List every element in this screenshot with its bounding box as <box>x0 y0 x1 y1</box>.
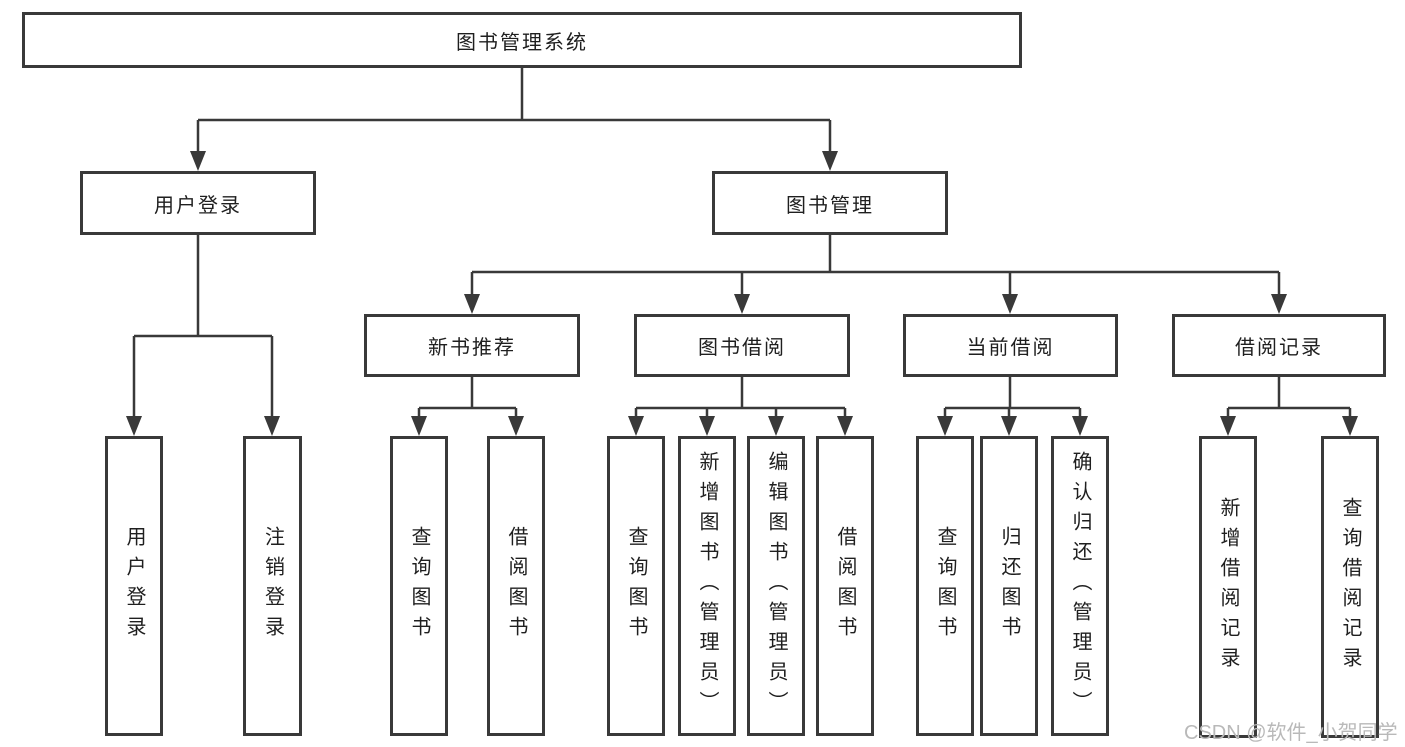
leaf-add-borrow-record-label: 新增借阅记录 <box>1217 497 1239 677</box>
leaf-borrow-books-borrowing: 借阅图书 <box>816 436 874 736</box>
node-book-management: 图书管理 <box>712 171 948 235</box>
leaf-add-book-admin-label: 新增图书（管理员） <box>696 451 718 721</box>
leaf-query-borrow-record: 查询借阅记录 <box>1321 436 1379 738</box>
leaf-query-books-recommend-label: 查询图书 <box>408 526 430 646</box>
leaf-edit-book-admin: 编辑图书（管理员） <box>747 436 805 736</box>
leaf-confirm-return-admin: 确认归还（管理员） <box>1051 436 1109 736</box>
node-new-book-recommendation: 新书推荐 <box>364 314 580 377</box>
leaf-query-books-recommend: 查询图书 <box>390 436 448 736</box>
leaf-borrow-books-recommend: 借阅图书 <box>487 436 545 736</box>
leaf-logout: 注销登录 <box>243 436 302 736</box>
leaf-query-books-borrowing: 查询图书 <box>607 436 665 736</box>
leaf-add-borrow-record: 新增借阅记录 <box>1199 436 1257 738</box>
leaf-query-books-current: 查询图书 <box>916 436 974 736</box>
leaf-add-book-admin: 新增图书（管理员） <box>678 436 736 736</box>
node-borrowing-records: 借阅记录 <box>1172 314 1386 377</box>
leaf-user-login: 用户登录 <box>105 436 163 736</box>
leaf-borrow-books-recommend-label: 借阅图书 <box>505 526 527 646</box>
node-book-borrowing: 图书借阅 <box>634 314 850 377</box>
leaf-logout-label: 注销登录 <box>261 526 284 646</box>
leaf-confirm-return-admin-label: 确认归还（管理员） <box>1069 451 1091 721</box>
node-current-borrowing: 当前借阅 <box>903 314 1118 377</box>
leaf-return-books: 归还图书 <box>980 436 1038 736</box>
leaf-query-borrow-record-label: 查询借阅记录 <box>1339 497 1361 677</box>
leaf-query-books-borrowing-label: 查询图书 <box>625 526 647 646</box>
leaf-user-login-label: 用户登录 <box>123 526 145 646</box>
leaf-return-books-label: 归还图书 <box>998 526 1020 646</box>
node-root-library-management-system: 图书管理系统 <box>22 12 1022 68</box>
leaf-edit-book-admin-label: 编辑图书（管理员） <box>765 451 787 721</box>
leaf-borrow-books-borrowing-label: 借阅图书 <box>834 526 856 646</box>
leaf-query-books-current-label: 查询图书 <box>934 526 956 646</box>
node-user-login: 用户登录 <box>80 171 316 235</box>
